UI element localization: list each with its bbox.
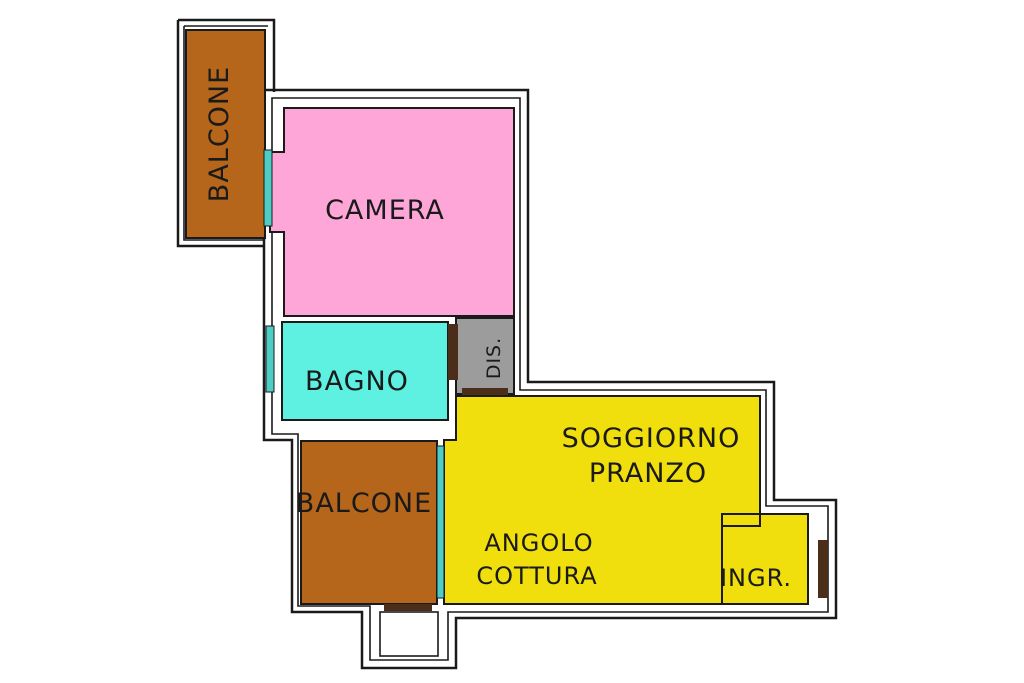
labels: BALCONE CAMERA BAGNO DIS. BALCONE SOGGIO…: [204, 66, 792, 592]
label-balcone-bottom: BALCONE: [296, 488, 432, 519]
label-ingresso: INGR.: [720, 564, 792, 592]
label-cottura: COTTURA: [476, 562, 597, 590]
label-soggiorno: SOGGIORNO: [562, 423, 741, 454]
room-soggiorno: [443, 395, 809, 605]
label-balcone-top: BALCONE: [204, 66, 235, 202]
room-camera: [269, 107, 515, 317]
room-balcone-bottom: [300, 440, 438, 605]
niche: [379, 611, 439, 657]
doors: [384, 324, 828, 611]
label-angolo: ANGOLO: [484, 529, 593, 557]
label-bagno: BAGNO: [305, 366, 409, 397]
window-balcone: [436, 445, 445, 599]
label-pranzo: PRANZO: [589, 458, 707, 489]
outer-walls: [176, 18, 838, 670]
window-camera: [263, 149, 273, 227]
label-disimpegno: DIS.: [483, 337, 505, 379]
door-bagno-dis: [462, 388, 508, 395]
door-niche: [384, 604, 432, 611]
window-bagno: [265, 325, 275, 393]
door-ingresso: [818, 540, 828, 598]
label-camera: CAMERA: [325, 195, 445, 226]
door-dis: [448, 324, 458, 380]
windows: [263, 149, 445, 599]
room-balcone-top: [185, 29, 266, 239]
